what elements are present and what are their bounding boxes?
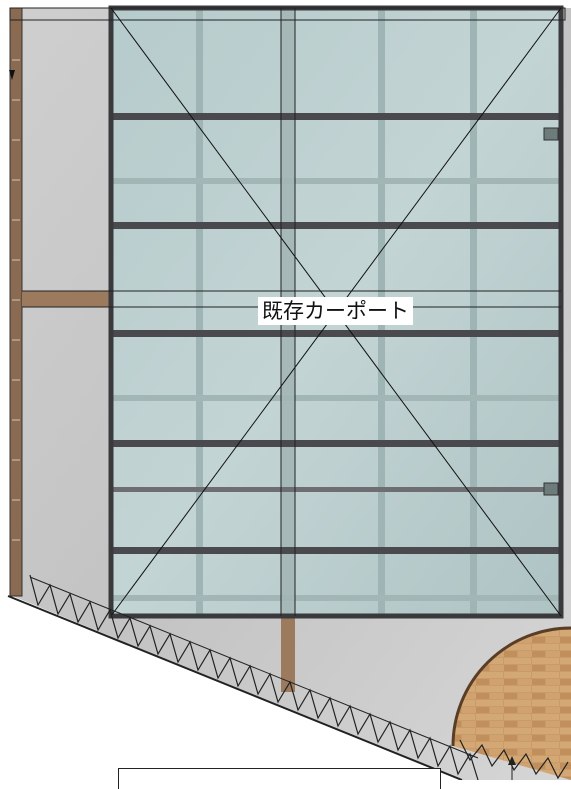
carport-rafters [111,113,561,554]
brick-paving [453,628,571,780]
carport-beam [22,291,112,307]
carport-post [281,612,295,692]
bottom-frame-box [118,768,441,789]
bracket [543,127,559,141]
existing-carport-label: 既存カーポート [258,297,413,325]
site-boundary [7,595,463,780]
arrow-marker [9,70,15,80]
boundary-wall-left [9,7,23,597]
bracket [543,482,559,496]
zigzag-boundary [29,574,479,780]
